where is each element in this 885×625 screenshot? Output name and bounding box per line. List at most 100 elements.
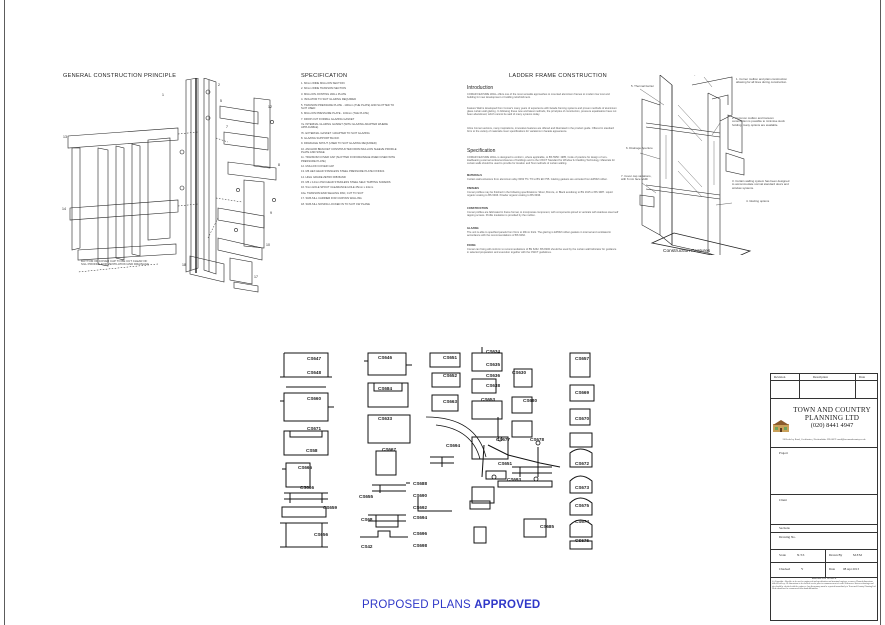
- spec-item: 14. HIGH GRADE ZETRO RIB BAND: [301, 175, 346, 179]
- company-address: 28 Berkeley Road, Cockfosters, Hertfords…: [782, 438, 866, 441]
- profile-code: CS633: [378, 416, 393, 421]
- callout-glazing-options: 4. Glazing options: [746, 199, 770, 203]
- profile-code: CS651: [443, 355, 458, 360]
- profile-code: CS651: [498, 461, 513, 466]
- scale-label: Scale: [779, 553, 786, 557]
- specification-title: SPECIFICATION: [301, 73, 348, 79]
- svg-text:8: 8: [278, 163, 280, 167]
- svg-text:12: 12: [268, 105, 272, 109]
- intro-heading: Introduction: [467, 85, 494, 91]
- client-label: Client: [779, 498, 787, 502]
- profile-code: CS634: [486, 349, 501, 354]
- company-block: TOWN AND COUNTRY PLANNING LTD (020) 8441…: [786, 406, 878, 430]
- profile-code: CS680: [523, 398, 538, 403]
- title-block-col: [799, 374, 800, 398]
- profile-code: CS663: [443, 399, 458, 404]
- title-block-divider: [771, 532, 877, 533]
- spec-item: 3. MULLION JOINTING WALL PLATE: [301, 92, 347, 96]
- svg-text:9: 9: [270, 211, 272, 215]
- approval-stamp-word: APPROVED: [474, 599, 541, 611]
- svg-text:17: 17: [254, 275, 258, 279]
- profile-code: CS652: [443, 373, 458, 378]
- construction-features-diagram: [639, 75, 752, 255]
- profile-code: CS630: [512, 370, 527, 375]
- revision-label: Revision: [774, 375, 786, 379]
- finishes-heading: FINISHES: [467, 187, 479, 190]
- finishes-paragraph: Comar profiles may be finished in the fo…: [467, 191, 613, 198]
- svg-text:5: 5: [220, 99, 222, 103]
- spec-item: 7b. EXTERNAL GASKET / ADAPTER TO SUIT GL…: [301, 131, 370, 135]
- general-principle-title: GENERAL CONSTRUCTION PRINCIPLE: [63, 73, 177, 79]
- svg-text:2: 2: [218, 83, 220, 87]
- construction-heading: CONSTRUCTION: [467, 207, 488, 210]
- approval-stamp-prefix: PROPOSED PLANS: [362, 599, 475, 611]
- project-label: Project: [779, 451, 789, 455]
- profile-code: CS671: [307, 426, 322, 431]
- company-name-line2: PLANNING LTD: [804, 414, 860, 422]
- profile-code: CS657: [575, 356, 590, 361]
- drawing-no-label: Drawing No.: [779, 535, 796, 539]
- callout-corner-mullion: 1. Corner mullion and plain construction…: [736, 77, 788, 85]
- profile-code: CS672: [575, 461, 590, 466]
- spec-item: 17. SUB-SILL CARRIER FOR CURTAIN WALLING: [301, 197, 362, 201]
- profile-code: CS638: [486, 383, 501, 388]
- profile-sections-catalogue: [280, 347, 595, 550]
- materials-heading: MATERIALS: [467, 174, 482, 177]
- svg-text:10: 10: [266, 243, 270, 247]
- profile-code: CS655: [359, 494, 374, 499]
- title-block-divider: [771, 562, 877, 563]
- approval-stamp: PROPOSED PLANS APPROVED: [362, 599, 540, 611]
- profile-code: CS58: [306, 448, 318, 453]
- spec-paragraph: COMAR FEATURE WALL is designed to confor…: [467, 156, 615, 166]
- callout-thermal-barrier: 5. Thermal barrier: [631, 84, 654, 88]
- spec-item: 8. GLAZING SUPPORT BLOCK: [301, 136, 340, 140]
- profile-code: CS690: [413, 493, 428, 498]
- specification-list: 1. 60mm WIDE MULLION SECTION 2. 60mm WID…: [301, 82, 399, 208]
- profile-code: CS676: [575, 538, 590, 543]
- profile-code: CS675: [575, 503, 590, 508]
- company-phone: (020) 8441 4947: [810, 422, 854, 429]
- title-block-col: [825, 549, 826, 577]
- title-block: Revision Description Date Project Client…: [770, 373, 878, 621]
- company-name-line1: TOWN AND COUNTRY: [793, 406, 871, 414]
- spec-item: 11. TRANSOM COVER CAP (SLOTTED FOR DRAIN…: [301, 156, 396, 163]
- profile-code: CS685: [540, 524, 555, 529]
- title-block-divider: [771, 494, 877, 495]
- profile-code: CS635: [486, 362, 501, 367]
- profile-code: CS698: [413, 543, 428, 548]
- spec-item: 7. DROP-OUT FORMAL GLAZING GASKET: [301, 117, 355, 121]
- description-label: Description: [813, 375, 828, 379]
- title-block-divider: [771, 524, 877, 525]
- spec-heading: Specification: [467, 148, 496, 154]
- profile-code: CS660: [307, 396, 322, 401]
- profile-code: CS646: [378, 355, 393, 360]
- profile-code: CS665: [298, 465, 313, 470]
- profile-code: CS674: [575, 519, 590, 524]
- profile-code: CS696: [413, 531, 428, 536]
- svg-text:14: 14: [62, 207, 66, 211]
- profile-code: CS684: [378, 386, 393, 391]
- important-notice: IMPORTANT NOTICE (c) Copyright - Should …: [772, 577, 876, 591]
- construction-paragraph: Comar profiles are fabricated in frame f…: [467, 211, 619, 218]
- profile-code: CS68: [361, 517, 373, 522]
- materials-paragraph: Curtain wall extrusions from aluminium a…: [467, 178, 608, 181]
- profile-code: CS677: [496, 437, 511, 442]
- title-block-divider: [771, 549, 877, 550]
- intro-paragraph-1: COMAR FEATURE WALL offers one of the mos…: [467, 93, 610, 100]
- glazing-heading: GLAZING: [467, 227, 479, 230]
- profile-code: CS688: [413, 481, 428, 486]
- glazing-paragraph: The unit is able to specified panels fro…: [467, 231, 612, 238]
- title-block-divider: [771, 398, 877, 399]
- spec-item: 13. M6 HEX HEAD STAINLESS STEEL PRESSURE…: [301, 170, 385, 174]
- drawn-by-value: M.F.M: [853, 553, 862, 557]
- spec-item: 16. 5mm HOLE SPOUT CLEARANCE HOLE 25mm x…: [301, 186, 374, 190]
- spec-item: 15. M6 x 14mm PAN HEAD STAINLESS STEEL S…: [301, 181, 391, 185]
- construction-features-caption: Construction Features: [663, 249, 711, 254]
- spec-item: 1. 60mm WIDE MULLION SECTION: [301, 82, 345, 85]
- profile-code: CS648: [307, 370, 322, 375]
- spec-item: 2. 60mm WIDE TRANSOM SECTION: [301, 87, 347, 91]
- svg-text:1: 1: [162, 93, 164, 97]
- svg-text:7: 7: [226, 125, 228, 129]
